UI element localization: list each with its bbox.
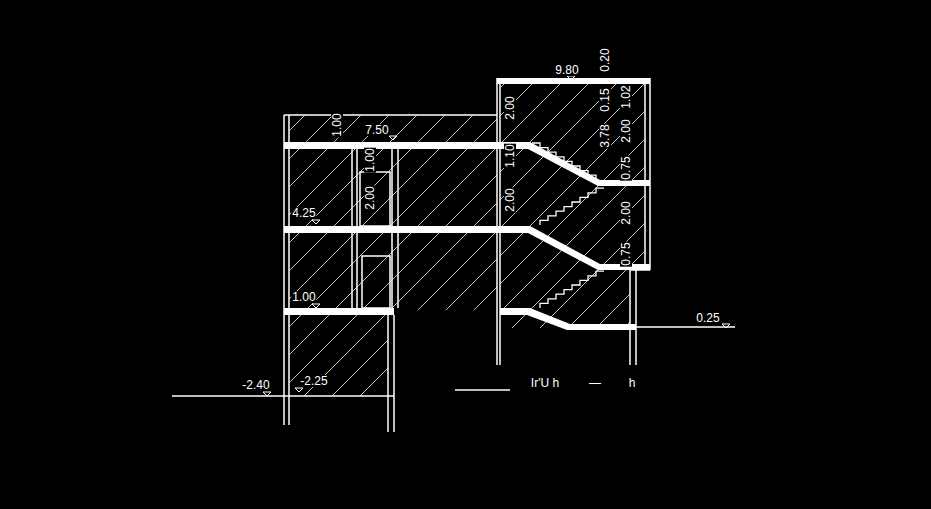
dimension-label: 1.00 xyxy=(364,147,376,172)
dimension-label: 2.00 xyxy=(504,187,516,212)
dimension-label: h xyxy=(628,377,637,389)
dimension-label: 0.75 xyxy=(620,155,632,180)
dimension-label: 1.02 xyxy=(620,84,632,109)
dimension-label: 0.20 xyxy=(599,47,611,72)
dimension-label: 2.00 xyxy=(620,200,632,225)
dimension-label: 0.25 xyxy=(695,312,720,324)
slabs xyxy=(284,78,650,330)
dimension-label: Ir'U h xyxy=(530,377,560,389)
dimension-label: 4.25 xyxy=(291,207,316,219)
dimension-label: 3.78 xyxy=(599,123,611,148)
stair-steps xyxy=(532,143,604,308)
dimension-label: 1.00 xyxy=(331,112,343,137)
dimension-label: 1.10 xyxy=(504,143,516,168)
dimension-label: — xyxy=(588,377,602,389)
hatching xyxy=(289,84,645,396)
dimension-label: -2.40 xyxy=(241,379,270,391)
dimension-label: -2.25 xyxy=(299,375,328,387)
dimension-label: 2.00 xyxy=(504,95,516,120)
dimension-label: 0.75 xyxy=(620,241,632,266)
level-markers xyxy=(263,76,730,396)
dimension-label: 2.00 xyxy=(620,118,632,143)
dimension-label: 9.80 xyxy=(554,64,579,76)
dimension-label: 1.00 xyxy=(291,291,316,303)
dimension-label: 0.15 xyxy=(599,87,611,112)
dimension-label: 7.50 xyxy=(364,124,389,136)
dimension-label: 2.00 xyxy=(364,185,376,210)
walls xyxy=(172,78,735,432)
